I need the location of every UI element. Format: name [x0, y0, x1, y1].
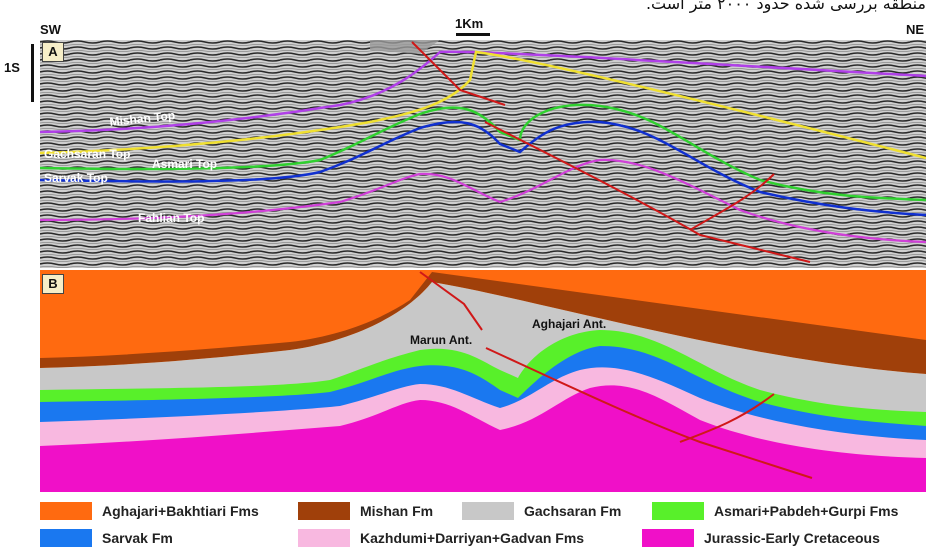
legend-label: Gachsaran Fm: [524, 503, 622, 519]
scale-bar-label: 1Km: [455, 16, 484, 31]
legend-swatch: [642, 529, 694, 547]
legend-swatch: [298, 529, 350, 547]
legend-label: Mishan Fm: [360, 503, 434, 519]
fault-back: [689, 173, 775, 231]
asmari-top-label: Asmari Top: [152, 157, 217, 171]
gachsaran-horizon: [40, 50, 926, 160]
legend-label: Asmari+Pabdeh+Gurpi Fms: [714, 503, 899, 519]
legend-gachsaran: Gachsaran Fm: [462, 500, 621, 522]
gachsaran-top-label: Gachsaran Top: [44, 147, 130, 161]
ne-label: NE: [906, 22, 925, 37]
fault-upper: [411, 41, 506, 106]
legend-sarvak: Sarvak Fm: [40, 527, 173, 549]
fahlian-top-label: Fahlian Top: [138, 211, 204, 225]
mishan-horizon: [40, 50, 926, 134]
asmari-horizon: [40, 103, 926, 202]
legend-kazhdumi: Kazhdumi+Darriyan+Gadvan Fms: [298, 527, 584, 549]
legend-swatch: [40, 529, 92, 547]
geological-section-panel: Marun Ant. Aghajari Ant.: [40, 270, 926, 492]
legend-swatch: [40, 502, 92, 520]
sarvak-top-label: Sarvak Top: [44, 171, 108, 185]
panel-b-tag: B: [42, 274, 64, 294]
seismic-section-panel: Mishan Top Gachsaran Top Asmari Top Sarv…: [40, 40, 926, 268]
legend-label: Kazhdumi+Darriyan+Gadvan Fms: [360, 530, 585, 546]
figure-caption: منطقه بررسی شده حدود ۲۰۰۰ متر است.: [645, 0, 926, 13]
aghajari-anticline-label: Aghajari Ant.: [532, 317, 606, 331]
fault-main-b: [485, 347, 813, 479]
time-scale-label: 1S: [4, 60, 20, 75]
marun-anticline-label: Marun Ant.: [410, 333, 472, 347]
panel-a-tag: A: [42, 42, 64, 62]
fahlian-horizon: [40, 158, 926, 244]
fault-upper-b: [419, 271, 483, 331]
fault-back-b: [679, 393, 775, 443]
legend-label: Sarvak Fm: [102, 530, 173, 546]
legend-swatch: [652, 502, 704, 520]
legend-swatch: [298, 502, 350, 520]
jurassic-layer: [40, 385, 926, 492]
legend-label: Jurassic-Early Cretaceous: [704, 530, 880, 546]
legend-mishan: Mishan Fm: [298, 500, 433, 522]
legend-aghajari: Aghajari+Bakhtiari Fms: [40, 500, 259, 522]
mishan-top-label: Mishan Top: [109, 108, 176, 129]
sarvak-horizon: [40, 120, 926, 217]
legend-label: Aghajari+Bakhtiari Fms: [102, 503, 259, 519]
legend-swatch: [462, 502, 514, 520]
fault-main: [484, 121, 811, 263]
mishan-layer: [40, 272, 926, 374]
time-scale-bar: [31, 44, 34, 102]
sw-label: SW: [40, 22, 61, 37]
scale-bar: [456, 33, 490, 36]
legend-asmari: Asmari+Pabdeh+Gurpi Fms: [652, 500, 898, 522]
legend-jurassic: Jurassic-Early Cretaceous: [642, 527, 880, 549]
seismic-background: [40, 40, 926, 268]
